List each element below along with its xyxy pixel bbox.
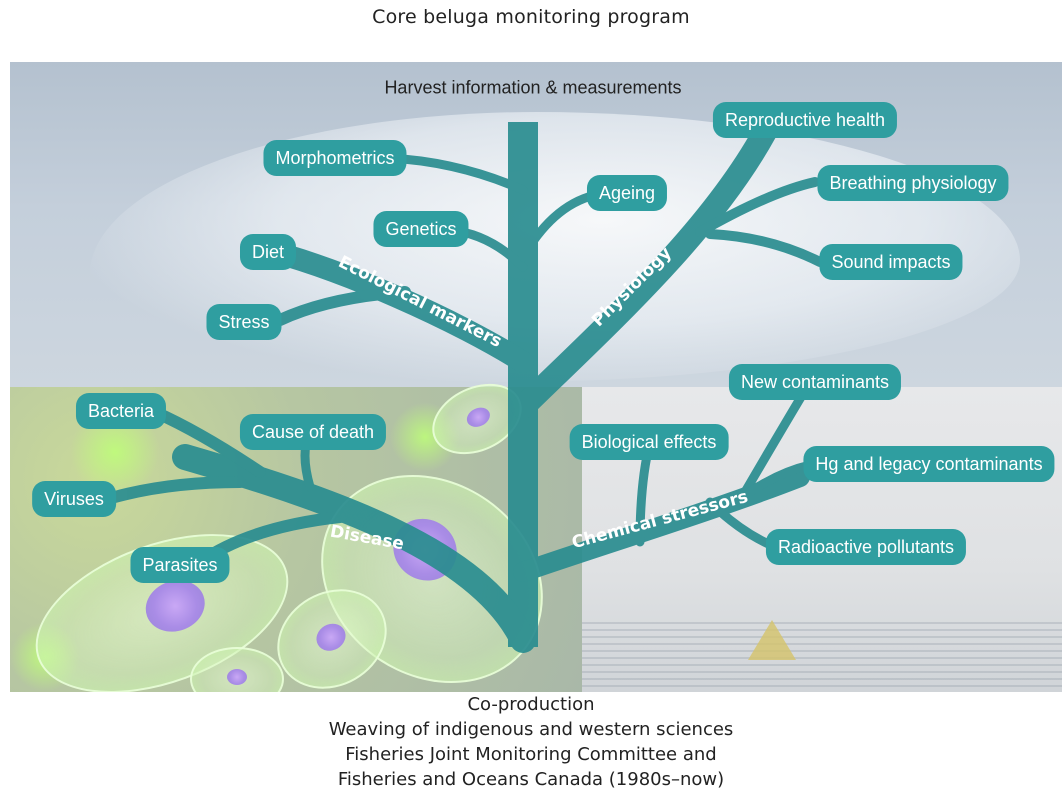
footer-line: Weaving of indigenous and western scienc… [328, 719, 734, 740]
monitoring-tree [109, 120, 825, 653]
footer-line: Co-production [467, 694, 595, 715]
leaf-ageing: Ageing [586, 175, 668, 211]
branch-viruses [109, 476, 246, 503]
leaf-new-contaminants: New contaminants [728, 364, 902, 400]
leaf-breathing-physiology: Breathing physiology [817, 165, 1009, 201]
branch-morphometrics [385, 153, 528, 195]
diagram-title: Core beluga monitoring program [372, 6, 690, 28]
branch-disease [172, 444, 536, 653]
leaf-stress: Stress [206, 304, 282, 340]
trunk-label: Harvest information & measurements [384, 77, 682, 98]
leaf-reproductive-health: Reproductive health [712, 102, 898, 138]
leaf-genetics: Genetics [373, 211, 469, 247]
leaf-hg-legacy-contaminants: Hg and legacy contaminants [803, 446, 1055, 482]
leaf-cause-of-death: Cause of death [239, 414, 387, 450]
branch-chemical-stressors [513, 467, 810, 582]
footer: Co-production Weaving of indigenous and … [0, 692, 1062, 792]
radiation-hazard-icon [748, 620, 796, 660]
leaf-bacteria: Bacteria [75, 393, 167, 429]
branch-physiology [511, 120, 777, 419]
footer-line: Fisheries Joint Monitoring Committee and [345, 744, 717, 765]
leaf-sound-impacts: Sound impacts [819, 244, 963, 280]
leaf-parasites: Parasites [130, 547, 230, 583]
leaf-biological-effects: Biological effects [569, 424, 729, 460]
leaf-viruses: Viruses [32, 481, 116, 517]
branch-breathing [695, 177, 820, 237]
water-reflection [582, 622, 1062, 692]
leaf-radioactive-pollutants: Radioactive pollutants [765, 529, 967, 565]
branch-stress [274, 286, 411, 326]
leaf-morphometrics: Morphometrics [263, 140, 407, 176]
footer-line: Fisheries and Oceans Canada (1980s–now) [337, 769, 725, 790]
branch-sound [705, 229, 825, 267]
cell-nucleus [227, 669, 247, 685]
leaf-diet: Diet [239, 234, 297, 270]
